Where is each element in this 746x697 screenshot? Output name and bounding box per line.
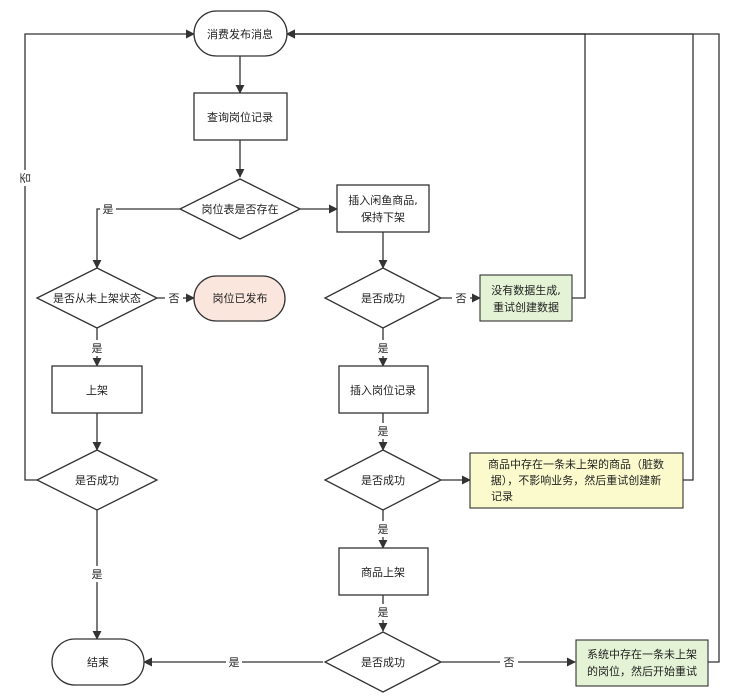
- node-end: 结束: [51, 638, 145, 686]
- edge-nodata-start: [286, 29, 586, 299]
- label-success1-no: 否: [456, 292, 467, 305]
- label-itemup-yes: 是: [378, 606, 389, 619]
- node-success2: 是否成功: [323, 449, 443, 511]
- label-unlisted-yes: 是: [92, 342, 103, 355]
- node-unlisted-check-label: 是否从未上架状态: [53, 291, 141, 305]
- node-dirty-data: 商品中存在一条未上架的商品（脏数 据），不影响业务，然后重试创建新 记录: [469, 452, 684, 509]
- node-system-retry-line1: 系统中存在一条未上架: [587, 647, 697, 661]
- node-exists: 岗位表是否存在: [178, 178, 302, 240]
- edge-sys-start: [286, 29, 720, 663]
- node-item-up-label: 商品上架: [361, 565, 405, 579]
- node-no-data: 没有数据生成, 重试创建数据: [479, 274, 573, 322]
- edge-exists-unlisted: [92, 208, 180, 269]
- label-successleft-yes: 是: [92, 568, 103, 581]
- node-success1: 是否成功: [323, 267, 443, 329]
- node-system-retry: 系统中存在一条未上架 的岗位，然后开始重试: [575, 639, 709, 687]
- node-success1-label: 是否成功: [361, 292, 405, 305]
- label-success2-yes: 是: [378, 523, 389, 536]
- label-insertrecord-yes: 是: [378, 425, 389, 438]
- node-no-data-line2: 重试创建数据: [493, 300, 559, 314]
- node-no-data-line1: 没有数据生成,: [491, 283, 561, 297]
- node-success-left-label: 是否成功: [75, 474, 119, 487]
- node-insert-item: 插入闲鱼商品, 保持下架: [336, 184, 430, 233]
- node-success3: 是否成功: [323, 631, 443, 693]
- node-query: 查询岗位记录: [193, 92, 288, 141]
- node-start-label: 消费发布消息: [207, 27, 273, 41]
- node-end-label: 结束: [87, 656, 109, 669]
- label-successleft-no: 否: [19, 173, 32, 184]
- label-success1-yes: 是: [378, 342, 389, 355]
- node-success2-label: 是否成功: [361, 474, 405, 487]
- node-system-retry-line2: 的岗位，然后开始重试: [587, 664, 697, 678]
- node-published-label: 岗位已发布: [213, 291, 268, 305]
- label-unlisted-no: 否: [169, 292, 180, 305]
- label-success3-yes: 是: [229, 656, 240, 669]
- node-item-up: 商品上架: [338, 547, 429, 596]
- label-exists-yes: 是: [103, 203, 114, 216]
- node-dirty-data-line3: 记录: [491, 490, 513, 503]
- node-success3-label: 是否成功: [361, 656, 405, 669]
- node-insert-item-line1: 插入闲鱼商品,: [348, 193, 418, 207]
- node-success-left: 是否成功: [35, 449, 159, 511]
- node-insert-record-label: 插入岗位记录: [350, 383, 416, 397]
- node-published: 岗位已发布: [193, 275, 286, 322]
- node-dirty-data-line1: 商品中存在一条未上架的商品（脏数: [488, 457, 664, 471]
- node-insert-record: 插入岗位记录: [338, 365, 429, 414]
- node-exists-label: 岗位表是否存在: [202, 202, 279, 216]
- node-start: 消费发布消息: [193, 10, 288, 57]
- edge-labels: 是 否 是 是 否 否 是 是 是 是 是 否: [17, 170, 518, 670]
- node-list-up-label: 上架: [86, 384, 108, 397]
- node-insert-item-line2: 保持下架: [361, 210, 405, 224]
- node-query-label: 查询岗位记录: [207, 110, 273, 124]
- node-unlisted-check: 是否从未上架状态: [35, 267, 159, 329]
- edge-successleft-start: [24, 29, 195, 481]
- node-list-up: 上架: [51, 365, 143, 414]
- label-success3-no: 否: [504, 656, 515, 669]
- node-dirty-data-line2: 据），不影响业务，然后重试创建新: [491, 473, 662, 487]
